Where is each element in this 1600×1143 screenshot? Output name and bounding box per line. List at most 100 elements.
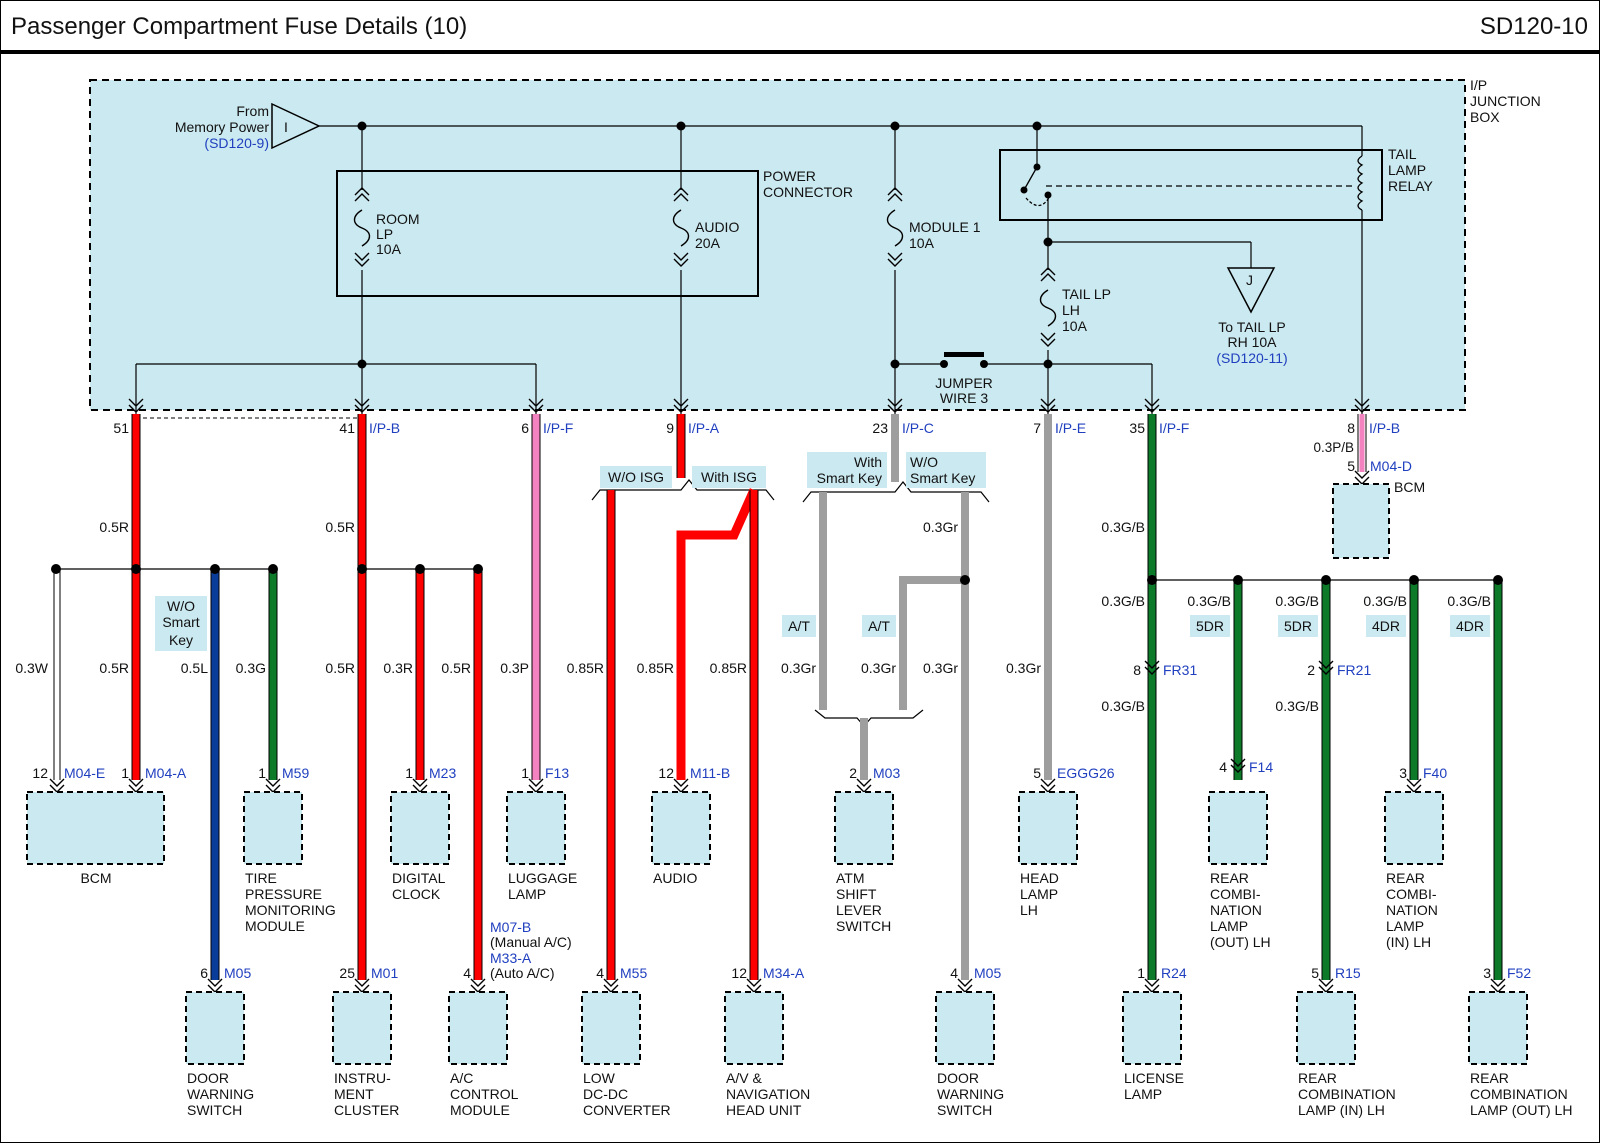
wire-red-9: 0.85R 0.85R 0.85R — [567, 414, 775, 980]
svg-text:LUGGAGE: LUGGAGE — [508, 870, 577, 886]
svg-text:(IN) LH: (IN) LH — [1386, 934, 1431, 950]
svg-text:0.3G/B: 0.3G/B — [1101, 698, 1145, 714]
svg-text:LAMP: LAMP — [1386, 918, 1424, 934]
connector-symbol-i — [271, 102, 321, 150]
fuse-module-1: MODULE 1 10A — [886, 187, 981, 267]
svg-text:M33-A: M33-A — [490, 950, 532, 966]
svg-text:A/T: A/T — [868, 618, 890, 634]
wire-gray-23: 0.3Gr 0.3Gr 0.3Gr 0.3Gr — [781, 414, 990, 980]
svg-text:DC-DC: DC-DC — [583, 1086, 628, 1102]
svg-text:4: 4 — [1219, 759, 1227, 775]
svg-text:R15: R15 — [1335, 965, 1361, 981]
svg-text:LEVER: LEVER — [836, 902, 882, 918]
svg-text:0.85R: 0.85R — [637, 660, 674, 676]
svg-text:M23: M23 — [429, 765, 456, 781]
svg-text:0.5R: 0.5R — [99, 519, 129, 535]
option-isg-labels: W/O ISG With ISG — [600, 466, 766, 488]
svg-text:DIGITAL: DIGITAL — [392, 870, 446, 886]
svg-text:To TAIL LP: To TAIL LP — [1218, 319, 1285, 335]
svg-text:WARNING: WARNING — [187, 1086, 254, 1102]
svg-text:HEAD UNIT: HEAD UNIT — [726, 1102, 802, 1118]
svg-text:0.85R: 0.85R — [710, 660, 747, 676]
svg-text:0.5R: 0.5R — [441, 660, 471, 676]
svg-text:SWITCH: SWITCH — [937, 1102, 992, 1118]
svg-text:I/P-B: I/P-B — [1369, 420, 1400, 436]
svg-text:1: 1 — [121, 765, 129, 781]
svg-text:F14: F14 — [1249, 759, 1273, 775]
svg-text:M55: M55 — [620, 965, 647, 981]
svg-text:BCM: BCM — [1394, 479, 1425, 495]
wire-red-clock: 0.3R — [383, 569, 425, 780]
svg-text:(SD120-9): (SD120-9) — [204, 135, 269, 151]
svg-text:5DR: 5DR — [1196, 618, 1224, 634]
svg-text:LAMP: LAMP — [1020, 886, 1058, 902]
svg-text:With: With — [854, 454, 882, 470]
svg-text:0.3W: 0.3W — [15, 660, 48, 676]
svg-text:FR21: FR21 — [1337, 662, 1371, 678]
page-title: Passenger Compartment Fuse Details (10) — [11, 13, 468, 40]
svg-text:COMBI-: COMBI- — [1386, 886, 1437, 902]
svg-text:LAMP (OUT) LH: LAMP (OUT) LH — [1470, 1102, 1572, 1118]
svg-text:51: 51 — [113, 420, 129, 436]
svg-text:DOOR: DOOR — [187, 1070, 229, 1086]
svg-text:NATION: NATION — [1210, 902, 1262, 918]
svg-text:(Auto A/C): (Auto A/C) — [490, 965, 555, 981]
power-connector-box — [336, 170, 759, 297]
svg-text:LAMP: LAMP — [1124, 1086, 1162, 1102]
tail-lamp-relay-box — [999, 149, 1383, 221]
svg-text:23: 23 — [872, 420, 888, 436]
power-connector-label-1: POWER — [763, 168, 816, 184]
svg-text:SWITCH: SWITCH — [187, 1102, 242, 1118]
svg-text:4: 4 — [596, 965, 604, 981]
svg-text:W/O: W/O — [167, 598, 195, 614]
svg-text:BOX: BOX — [1470, 109, 1500, 125]
svg-text:(SD120-11): (SD120-11) — [1216, 350, 1287, 366]
svg-text:0.5R: 0.5R — [325, 660, 355, 676]
svg-text:NATION: NATION — [1386, 902, 1438, 918]
svg-text:1: 1 — [521, 765, 529, 781]
svg-text:CONTROL: CONTROL — [450, 1086, 519, 1102]
svg-text:LH: LH — [1020, 902, 1038, 918]
wire-pink-luggage: 0.3P — [500, 414, 541, 780]
svg-text:EGGG26: EGGG26 — [1057, 765, 1115, 781]
svg-text:0.3Gr: 0.3Gr — [1006, 660, 1041, 676]
svg-text:25: 25 — [339, 965, 355, 981]
svg-text:I/P-F: I/P-F — [543, 420, 573, 436]
svg-text:3: 3 — [1483, 965, 1491, 981]
svg-text:MODULE: MODULE — [450, 1102, 510, 1118]
svg-text:(Manual A/C): (Manual A/C) — [490, 934, 572, 950]
svg-text:M04-D: M04-D — [1370, 458, 1412, 474]
svg-text:JUMPER: JUMPER — [935, 375, 993, 391]
svg-text:I/P: I/P — [1470, 77, 1487, 93]
svg-text:MODULE 1: MODULE 1 — [909, 219, 981, 235]
option-smart-key-labels: With Smart Key W/O Smart Key A/T A/T — [782, 452, 986, 637]
svg-text:0.5R: 0.5R — [325, 519, 355, 535]
svg-text:F13: F13 — [545, 765, 569, 781]
svg-text:HEAD: HEAD — [1020, 870, 1059, 886]
svg-text:0.3G/B: 0.3G/B — [1101, 593, 1145, 609]
svg-text:M05: M05 — [974, 965, 1001, 981]
svg-text:M34-A: M34-A — [763, 965, 805, 981]
svg-text:0.3G/B: 0.3G/B — [1363, 593, 1407, 609]
svg-text:SWITCH: SWITCH — [836, 918, 891, 934]
svg-text:DOOR: DOOR — [937, 1070, 979, 1086]
svg-text:LOW: LOW — [583, 1070, 616, 1086]
svg-text:0.3G/B: 0.3G/B — [1275, 698, 1319, 714]
svg-text:ATM: ATM — [836, 870, 865, 886]
svg-text:9: 9 — [666, 420, 674, 436]
svg-text:2: 2 — [849, 765, 857, 781]
svg-text:LAMP: LAMP — [1210, 918, 1248, 934]
svg-text:12: 12 — [658, 765, 674, 781]
svg-text:10A: 10A — [1062, 318, 1088, 334]
svg-text:REAR: REAR — [1470, 1070, 1509, 1086]
svg-text:0.3Gr: 0.3Gr — [781, 660, 816, 676]
svg-text:LAMP: LAMP — [508, 886, 546, 902]
svg-text:COMBI-: COMBI- — [1210, 886, 1261, 902]
svg-text:0.3G/B: 0.3G/B — [1101, 519, 1145, 535]
svg-text:REAR: REAR — [1386, 870, 1425, 886]
svg-text:CLOCK: CLOCK — [392, 886, 441, 902]
svg-text:I/P-F: I/P-F — [1159, 420, 1189, 436]
svg-text:0.3Gr: 0.3Gr — [861, 660, 896, 676]
